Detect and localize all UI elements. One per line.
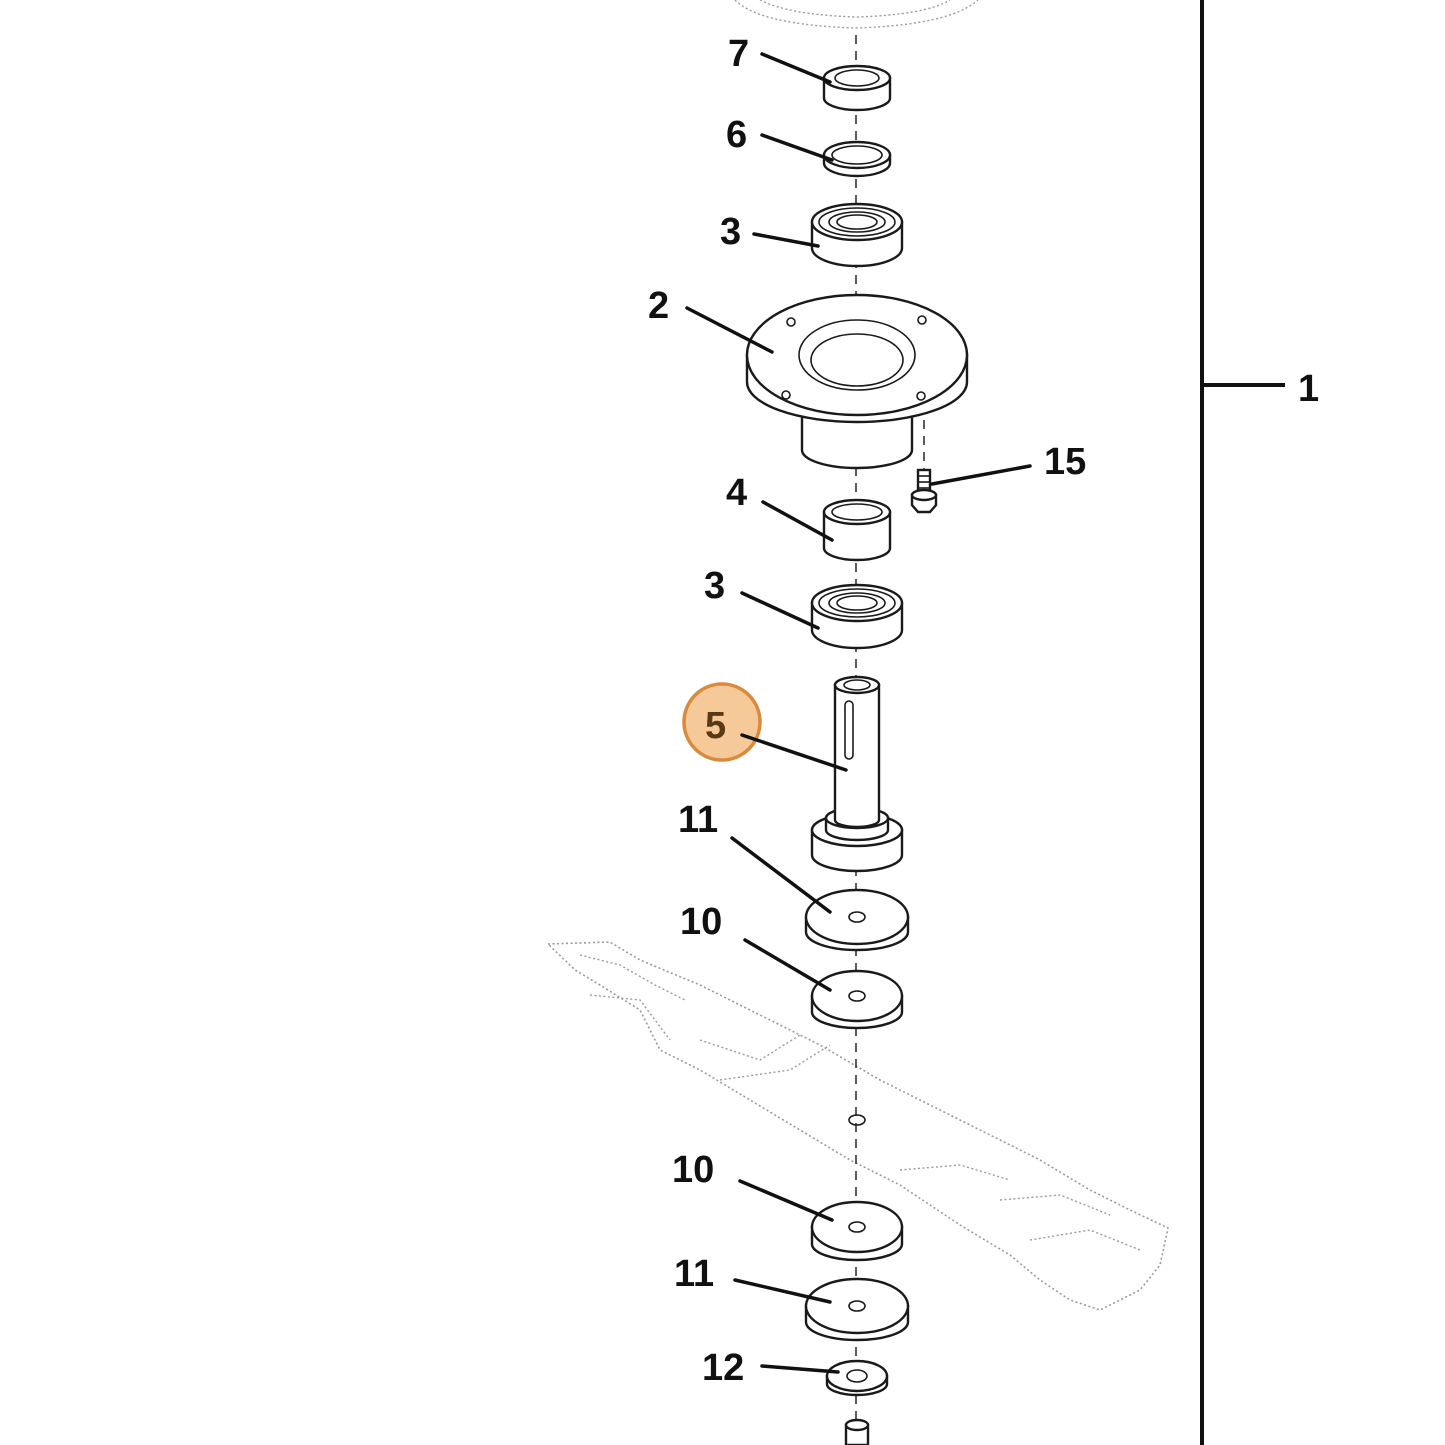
bottom-bolt-stub bbox=[844, 1418, 870, 1445]
part-2-spindle-housing bbox=[745, 293, 969, 470]
callout-11-lower: 11 bbox=[674, 1253, 714, 1295]
leader-lines bbox=[685, 52, 1032, 1374]
part-11-washer-lower bbox=[804, 1277, 910, 1342]
part-10-washer-upper bbox=[810, 969, 904, 1030]
part-12-small-washer bbox=[825, 1359, 889, 1397]
callout-15: 15 bbox=[1044, 441, 1086, 483]
callout-2: 2 bbox=[648, 285, 669, 327]
callout-labels: 7 6 3 2 1 15 4 3 5 11 10 10 11 12 bbox=[648, 33, 1319, 1389]
callout-3-lower: 3 bbox=[704, 565, 725, 607]
callout-7: 7 bbox=[728, 33, 749, 75]
part-3-bearing-upper bbox=[810, 202, 904, 268]
part-11-washer-upper bbox=[804, 888, 910, 952]
callout-10-lower: 10 bbox=[672, 1149, 714, 1191]
callout-10-upper: 10 bbox=[680, 901, 722, 943]
ghost-pulley bbox=[734, 0, 979, 29]
part-7-bushing bbox=[822, 64, 892, 112]
callout-3-upper: 3 bbox=[720, 211, 741, 253]
part-4-spacer bbox=[822, 498, 892, 562]
callout-6: 6 bbox=[726, 114, 747, 156]
callout-4: 4 bbox=[726, 472, 747, 514]
blade-center-hole bbox=[848, 1114, 866, 1126]
part-10-washer-lower bbox=[810, 1200, 904, 1262]
callout-5: 5 bbox=[705, 705, 726, 747]
part-15-bolt bbox=[910, 468, 938, 514]
part-6-washer bbox=[822, 140, 892, 178]
callout-12: 12 bbox=[702, 1347, 744, 1389]
part-5-spindle-shaft bbox=[810, 675, 904, 873]
callout-11-upper: 11 bbox=[678, 799, 718, 841]
part-3-bearing-lower bbox=[810, 583, 904, 650]
assembly-bracket bbox=[1200, 0, 1285, 1445]
ghost-mower-blade bbox=[546, 941, 1169, 1311]
callout-1: 1 bbox=[1298, 368, 1319, 410]
highlight-circle bbox=[682, 682, 762, 762]
